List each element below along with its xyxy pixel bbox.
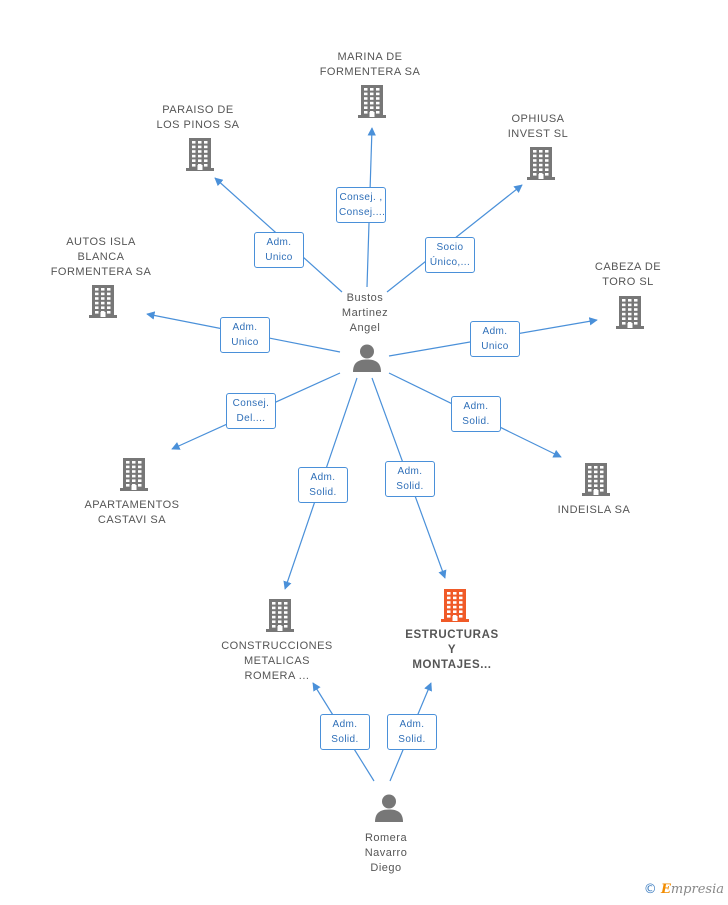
edge-label-bustos-estructuras[interactable]: Adm. Solid. (385, 461, 435, 497)
edge-label-line: Del.... (236, 413, 266, 424)
edge-label-bustos-paraiso[interactable]: Adm. Unico (254, 232, 304, 268)
node-label-line: FORMENTERA SA (50, 266, 152, 278)
edge-label-line: Solid. (331, 734, 359, 745)
node-label-line: INVEST SL (507, 128, 569, 140)
edge-label-romera-construcciones[interactable]: Adm. Solid. (320, 714, 370, 750)
node-label-paraiso[interactable]: PARAISO DE LOS PINOS SA (128, 103, 268, 133)
edge-label-bustos-cabeza[interactable]: Adm. Unico (470, 321, 520, 357)
edge-label-line: Adm. (332, 719, 358, 730)
edge-label-bustos-marina[interactable]: Consej. , Consej.... (336, 187, 386, 223)
building-icon-marina[interactable] (356, 83, 388, 124)
edge-label-line: Unico (481, 341, 509, 352)
node-label-line: LOS PINOS SA (156, 119, 240, 131)
building-icon-paraiso[interactable] (184, 136, 216, 177)
node-label-line: METALICAS (243, 655, 311, 667)
node-label-autos[interactable]: AUTOS ISLA BLANCA FORMENTERA SA (31, 235, 171, 280)
node-label-cabeza[interactable]: CABEZA DE TORO SL (558, 260, 698, 290)
edge-label-bustos-indeisla[interactable]: Adm. Solid. (451, 396, 501, 432)
edge-label-line: Unico (265, 252, 293, 263)
edge-label-line: Adm. (482, 326, 508, 337)
edge-label-line: Socio (436, 242, 464, 253)
node-label-line: INDEISLA SA (557, 504, 631, 516)
edge-label-bustos-construcciones[interactable]: Adm. Solid. (298, 467, 348, 503)
node-label-estructuras[interactable]: ESTRUCTURAS Y MONTAJES... (382, 628, 522, 673)
person-icon-romera[interactable] (374, 793, 404, 828)
edge-label-line: Consej.... (339, 207, 386, 218)
node-label-line: CABEZA DE (594, 261, 662, 273)
building-icon-indeisla[interactable] (580, 461, 612, 502)
node-label-line: OPHIUSA (511, 113, 565, 125)
node-label-line: ESTRUCTURAS (405, 629, 499, 641)
building-icon-estructuras[interactable] (439, 587, 471, 628)
node-label-apartamentos[interactable]: APARTAMENTOS CASTAVI SA (62, 498, 202, 528)
edge-label-line: Adm. (463, 401, 489, 412)
node-label-line: Martinez (341, 307, 389, 319)
node-label-line: Bustos (346, 292, 384, 304)
node-label-line: AUTOS ISLA (66, 236, 136, 248)
node-label-construcciones[interactable]: CONSTRUCCIONES METALICAS ROMERA ... (207, 639, 347, 684)
node-label-line: Romera (364, 832, 408, 844)
edge-label-line: Solid. (309, 487, 337, 498)
edge-label-line: Adm. (266, 237, 292, 248)
node-label-line: MONTAJES... (412, 659, 492, 671)
edge-label-line: Único,... (429, 257, 471, 268)
node-label-indeisla[interactable]: INDEISLA SA (524, 503, 664, 518)
node-label-line: CASTAVI SA (97, 514, 167, 526)
person-icon-bustos[interactable] (352, 343, 382, 378)
edge-label-line: Consej. , (339, 192, 383, 203)
node-label-line: Angel (349, 322, 381, 334)
node-label-line: APARTAMENTOS (84, 499, 180, 511)
building-icon-autos[interactable] (87, 283, 119, 324)
edge-label-line: Adm. (310, 472, 336, 483)
node-label-line: Navarro (364, 847, 408, 859)
node-label-line: ROMERA ... (244, 670, 310, 682)
node-label-line: Diego (370, 862, 402, 874)
node-label-line: PARAISO DE (162, 104, 234, 116)
building-icon-cabeza[interactable] (614, 294, 646, 335)
node-label-line: FORMENTERA SA (319, 66, 421, 78)
node-label-line: CONSTRUCCIONES (221, 640, 333, 652)
node-label-marina[interactable]: MARINA DE FORMENTERA SA (300, 50, 440, 80)
node-label-ophiusa[interactable]: OPHIUSA INVEST SL (468, 112, 608, 142)
building-icon-apartamentos[interactable] (118, 456, 150, 497)
edge-label-line: Adm. (232, 322, 258, 333)
edge-label-line: Consej. (232, 398, 270, 409)
edge-label-line: Adm. (397, 466, 423, 477)
building-icon-construcciones[interactable] (264, 597, 296, 638)
edge-label-line: Adm. (399, 719, 425, 730)
node-label-line: BLANCA (77, 251, 125, 263)
brand-initial: E (660, 882, 671, 897)
building-icon-ophiusa[interactable] (525, 145, 557, 186)
edge-label-romera-estructuras[interactable]: Adm. Solid. (387, 714, 437, 750)
node-label-line: Y (447, 644, 457, 656)
edge-label-bustos-autos[interactable]: Adm. Unico (220, 317, 270, 353)
edge-label-line: Unico (231, 337, 259, 348)
edge-label-line: Solid. (462, 416, 490, 427)
edge-label-line: Solid. (398, 734, 426, 745)
node-label-line: MARINA DE (337, 51, 403, 63)
copyright-icon: © (643, 882, 657, 897)
edge-label-line: Solid. (396, 481, 424, 492)
empresia-logo: © Empresia (644, 882, 724, 897)
brand-name: mpresia (670, 882, 724, 897)
edge-label-bustos-apartamentos[interactable]: Consej. Del.... (226, 393, 276, 429)
node-label-line: TORO SL (602, 276, 654, 288)
